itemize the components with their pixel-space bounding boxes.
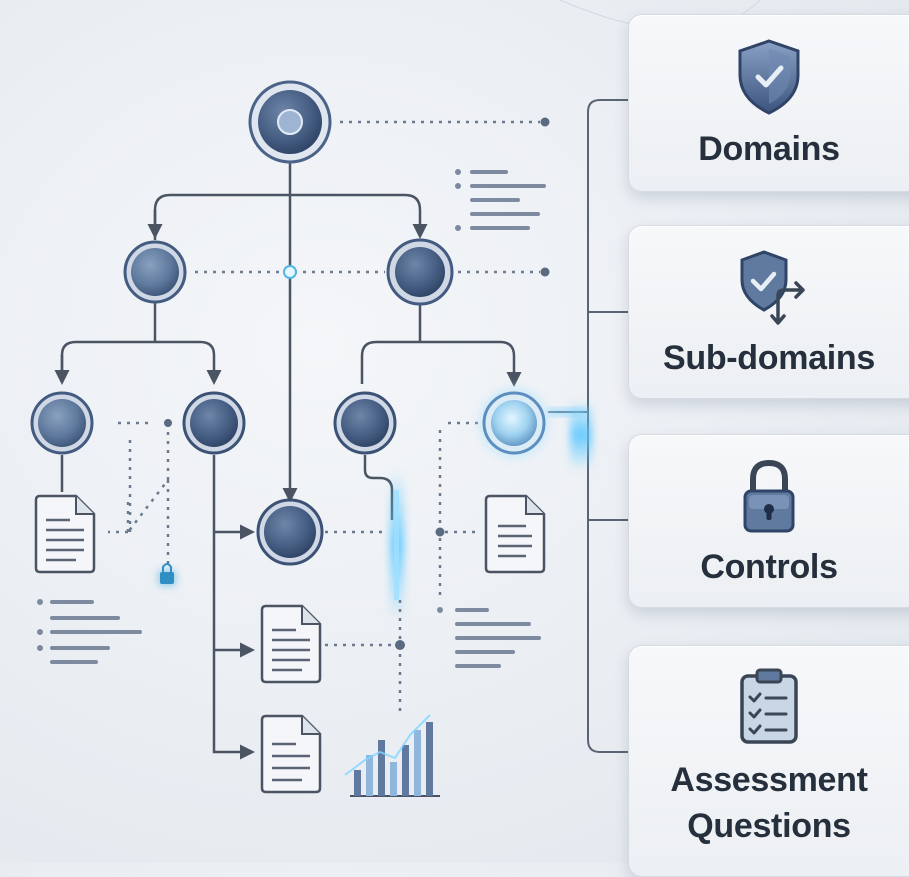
padlock-icon [743,459,795,533]
subdomains-card[interactable]: Sub-domains [628,225,909,399]
clipboard-checklist-icon [740,668,798,744]
small-lock-icon [158,563,176,586]
level3-node-2 [182,391,246,455]
level2-node-right [386,238,454,306]
controls-card[interactable]: Controls [628,434,909,608]
level3-node-highlighted [478,387,550,459]
text-placeholder-block [437,607,541,668]
text-placeholder-block [37,599,142,664]
document-icon [260,714,322,794]
glow-accents [390,400,592,620]
center-node [256,498,324,566]
level2-node-left [123,240,187,304]
text-placeholder-block [455,169,546,231]
root-node [248,80,332,164]
domains-card[interactable]: Domains [628,14,909,192]
shield-check-icon [738,39,800,115]
dotted-links [108,120,540,715]
controls-label: Controls [700,548,838,586]
mini-bar-graphic [344,714,440,797]
domains-label: Domains [698,130,840,168]
document-icon [260,604,322,684]
subdomains-label: Sub-domains [662,339,876,377]
level3-node-1 [30,391,94,455]
assessment-label-line2: Questions [687,807,851,845]
document-icon [484,494,546,574]
level3-node-3 [333,391,397,455]
document-icon [34,494,96,574]
assessment-questions-card[interactable]: Assessment Questions [628,645,909,877]
shield-branch-icon [740,250,805,325]
assessment-label-line1: Assessment [670,761,868,799]
link-endpoints [164,117,550,650]
tree-connectors [54,160,522,760]
